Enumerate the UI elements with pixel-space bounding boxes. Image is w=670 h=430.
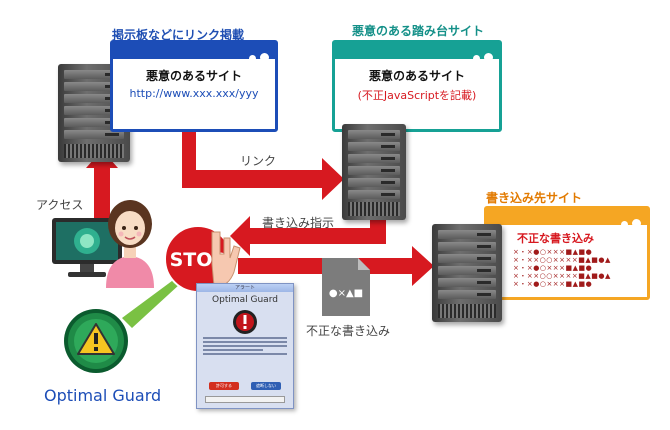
malicious-site-window: 悪意のあるサイト http://www.xxx.xxx/yyy — [110, 40, 278, 132]
stepping-server — [342, 124, 406, 220]
dialog-stop-icon — [233, 310, 257, 334]
access-arrow — [86, 150, 118, 222]
alert-dialog: アラート Optimal Guard 許可する 遮断しない — [196, 283, 294, 409]
link-arrow — [182, 126, 344, 200]
access-label: アクセス — [36, 198, 84, 212]
write-instruction-arrow — [230, 205, 386, 256]
write-instruction-label: 書き込み指示 — [262, 216, 335, 230]
garbage-line: ×・××○○××××■▲■●▲ — [513, 256, 611, 264]
file-symbols: ●×▲■ — [329, 288, 363, 299]
user-avatar — [106, 200, 154, 288]
garbage-line: ×・×●○×××■▲■● — [513, 280, 593, 288]
malicious-site-url: http://www.xxx.xxx/yyy — [129, 87, 259, 100]
stepping-site-window: 悪意のあるサイト (不正JavaScriptを記載) — [332, 40, 502, 132]
stepping-site-note: (不正JavaScriptを記載) — [357, 89, 477, 102]
target-site-title: 不正な書き込み — [517, 232, 594, 245]
bad-write-label: 不正な書き込み — [306, 324, 391, 338]
malicious-site-title: 悪意のあるサイト — [145, 69, 242, 83]
garbage-line: ×・××○○××××■▲■●▲ — [513, 272, 611, 280]
target-site-window: 不正な書き込み ×・×●○×××■▲■●×・××○○××××■▲■●▲×・×●○… — [484, 206, 650, 300]
garbage-line: ×・×●○×××■▲■● — [513, 264, 593, 272]
monitor-icon — [52, 218, 122, 277]
caption-stepping-site: 悪意のある踏み台サイト — [352, 24, 485, 38]
optimal-guard-emblem — [64, 309, 128, 373]
link-label: リンク — [240, 154, 277, 168]
dialog-titlebar: アラート — [197, 284, 293, 292]
dialog-title: Optimal Guard — [212, 295, 278, 305]
dialog-block-button[interactable]: 遮断しない — [251, 382, 281, 390]
garbage-line: ×・×●○×××■▲■● — [513, 248, 593, 256]
caption-bulletin: 掲示板などにリンク掲載 — [112, 28, 245, 42]
stop-sign-icon: STOP — [164, 225, 241, 293]
dialog-footer-bar — [205, 396, 285, 403]
dialog-allow-button[interactable]: 許可する — [209, 382, 239, 390]
file-icon: ●×▲■ — [322, 258, 370, 316]
garbage-text: ×・×●○×××■▲■●×・××○○××××■▲■●▲×・×●○×××■▲■●×… — [513, 248, 647, 288]
stepping-site-title: 悪意のあるサイト — [368, 69, 465, 83]
caption-target-site: 書き込み先サイト — [486, 191, 583, 205]
product-name: Optimal Guard — [44, 386, 162, 405]
target-server — [432, 224, 502, 322]
